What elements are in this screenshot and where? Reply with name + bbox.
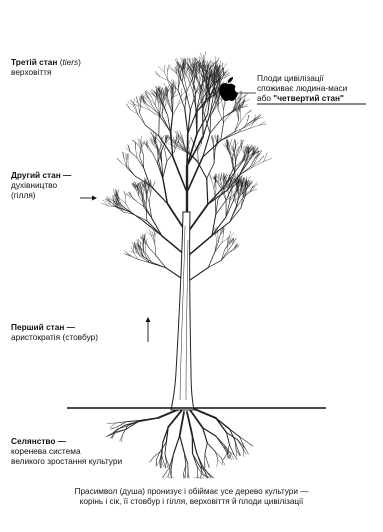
first-estate-desc: аристократія (стовбур) xyxy=(11,332,98,342)
third-estate-desc: верховіття xyxy=(11,67,51,77)
peasantry-title: Селянство xyxy=(11,436,55,446)
peasantry-desc-2: великого зростання культури xyxy=(11,456,122,466)
fruits-fourth-estate: "четвертий стан" xyxy=(273,93,344,103)
peasantry-dash: — xyxy=(55,436,66,446)
caption-line-1: Прасимвол (душа) пронизує і обіймає усе … xyxy=(0,487,383,497)
arrow-up-first-estate xyxy=(146,317,151,342)
label-third-estate: Третій стан (tiers)верховіття xyxy=(11,57,81,77)
apple-icon xyxy=(219,77,238,101)
tree-trunk xyxy=(171,212,194,410)
third-estate-title: Третій стан xyxy=(11,57,57,67)
label-first-estate: Перший стан —аристократія (стовбур) xyxy=(11,322,98,342)
second-estate-dash: — xyxy=(61,170,72,180)
second-estate-desc: духівництво xyxy=(11,180,57,190)
fruits-line-2: споживає людина-маси xyxy=(257,83,347,93)
fruits-line-3-prefix: або xyxy=(257,93,273,103)
diagram-caption: Прасимвол (душа) пронизує і обіймає усе … xyxy=(0,487,383,507)
peasantry-desc: коренева система xyxy=(11,446,81,456)
second-estate-desc-2: (гілля) xyxy=(11,190,36,200)
caption-line-2: корінь і сік, її стовбур і гілля, верхов… xyxy=(0,497,383,507)
arrow-second-estate xyxy=(80,196,97,201)
third-estate-term: tiers xyxy=(62,57,78,67)
first-estate-dash: — xyxy=(64,322,75,332)
second-estate-title: Другий стан xyxy=(11,170,61,180)
fruits-line-1: Плоди цивілізації xyxy=(257,73,324,83)
first-estate-title: Перший стан xyxy=(11,322,64,332)
third-estate-paren-close: ) xyxy=(78,57,81,67)
tree-root-system xyxy=(106,408,253,478)
label-second-estate: Другий стан — духівництво(гілля) xyxy=(11,170,71,200)
